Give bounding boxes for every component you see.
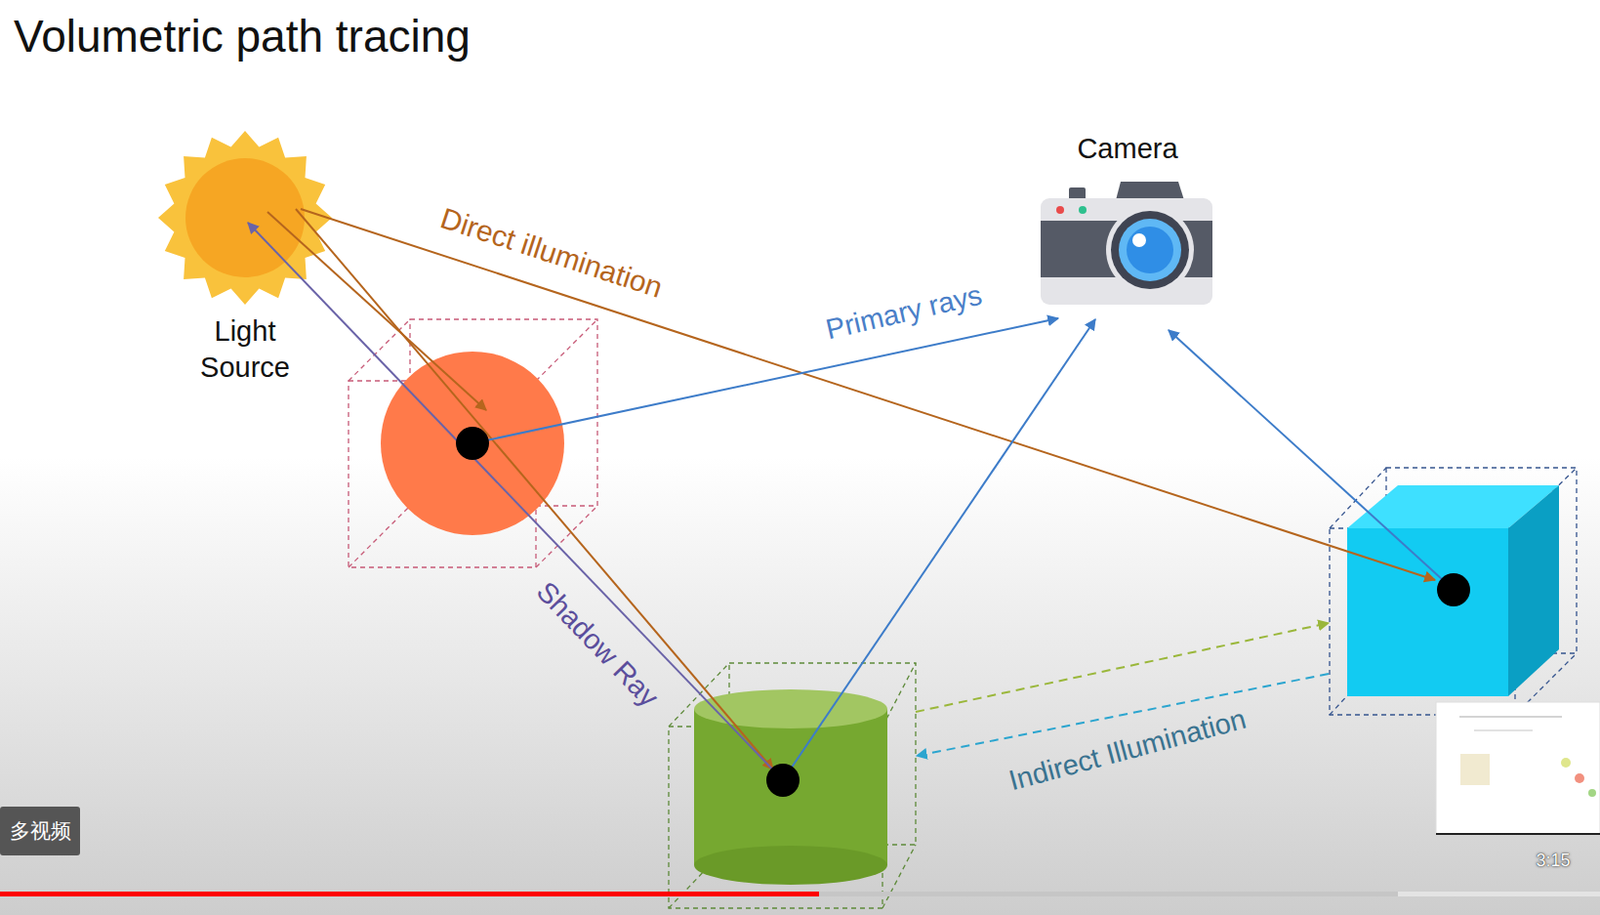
camera-lens-glint [1132, 233, 1147, 247]
thumbnail-detail [1474, 729, 1533, 732]
camera-led [1056, 205, 1065, 214]
cylinder-base [694, 845, 888, 885]
thumbnail-detail [1588, 788, 1597, 797]
cylinder-top [694, 689, 888, 729]
camera-lens-rim [1106, 205, 1194, 294]
camera-node: Camera [1034, 124, 1221, 307]
sample-point [455, 426, 490, 460]
thumbnail-detail [1459, 715, 1562, 718]
direct-illumination-ray [300, 208, 1436, 580]
light-source-node: Light Source [146, 123, 344, 315]
sample-point [1436, 573, 1471, 607]
sun-disc [185, 158, 305, 278]
bounding-box-edge [1329, 467, 1577, 715]
bounding-box [1329, 528, 1516, 715]
camera-lens [1118, 218, 1182, 282]
thumbnail-detail [1460, 753, 1490, 785]
node-label: Light Source [181, 313, 309, 386]
cube-front [1347, 528, 1509, 697]
sample-point [766, 763, 800, 797]
sun-rays [158, 130, 332, 305]
camera-lens-core [1126, 226, 1174, 274]
cube-side [1508, 485, 1559, 697]
bounding-box-edge [348, 319, 598, 568]
primary-ray [1168, 329, 1454, 590]
direct-illumination-ray [295, 208, 774, 770]
camera-led [1078, 205, 1087, 214]
direct-illumination-ray [267, 211, 487, 411]
button-text: 多视频 [9, 817, 72, 845]
light-source-icon [146, 123, 344, 315]
node-label: Camera [1034, 131, 1221, 165]
indirect-illumination-ray [915, 622, 1329, 712]
shadow-ray [247, 222, 783, 780]
thumbnail-detail [1560, 757, 1571, 768]
cylinder [694, 708, 888, 865]
camera-body [1040, 198, 1213, 305]
progress-track [0, 891, 1600, 897]
camera-lens-ring [1110, 210, 1190, 289]
slide-title: Volumetric path tracing [13, 9, 471, 63]
video-duration: 3:15 [1535, 850, 1570, 871]
thumbnail-border [1435, 832, 1600, 835]
camera-viewfinder [1115, 181, 1185, 201]
progress-buffer [819, 891, 1398, 897]
sphere [380, 351, 565, 535]
video-thumbnail [1435, 701, 1600, 834]
primary-ray [472, 318, 1059, 444]
progress-played [0, 891, 820, 897]
primary-ray [782, 319, 1096, 780]
more-videos-button [0, 806, 81, 856]
thumbnail-detail [1574, 773, 1585, 783]
